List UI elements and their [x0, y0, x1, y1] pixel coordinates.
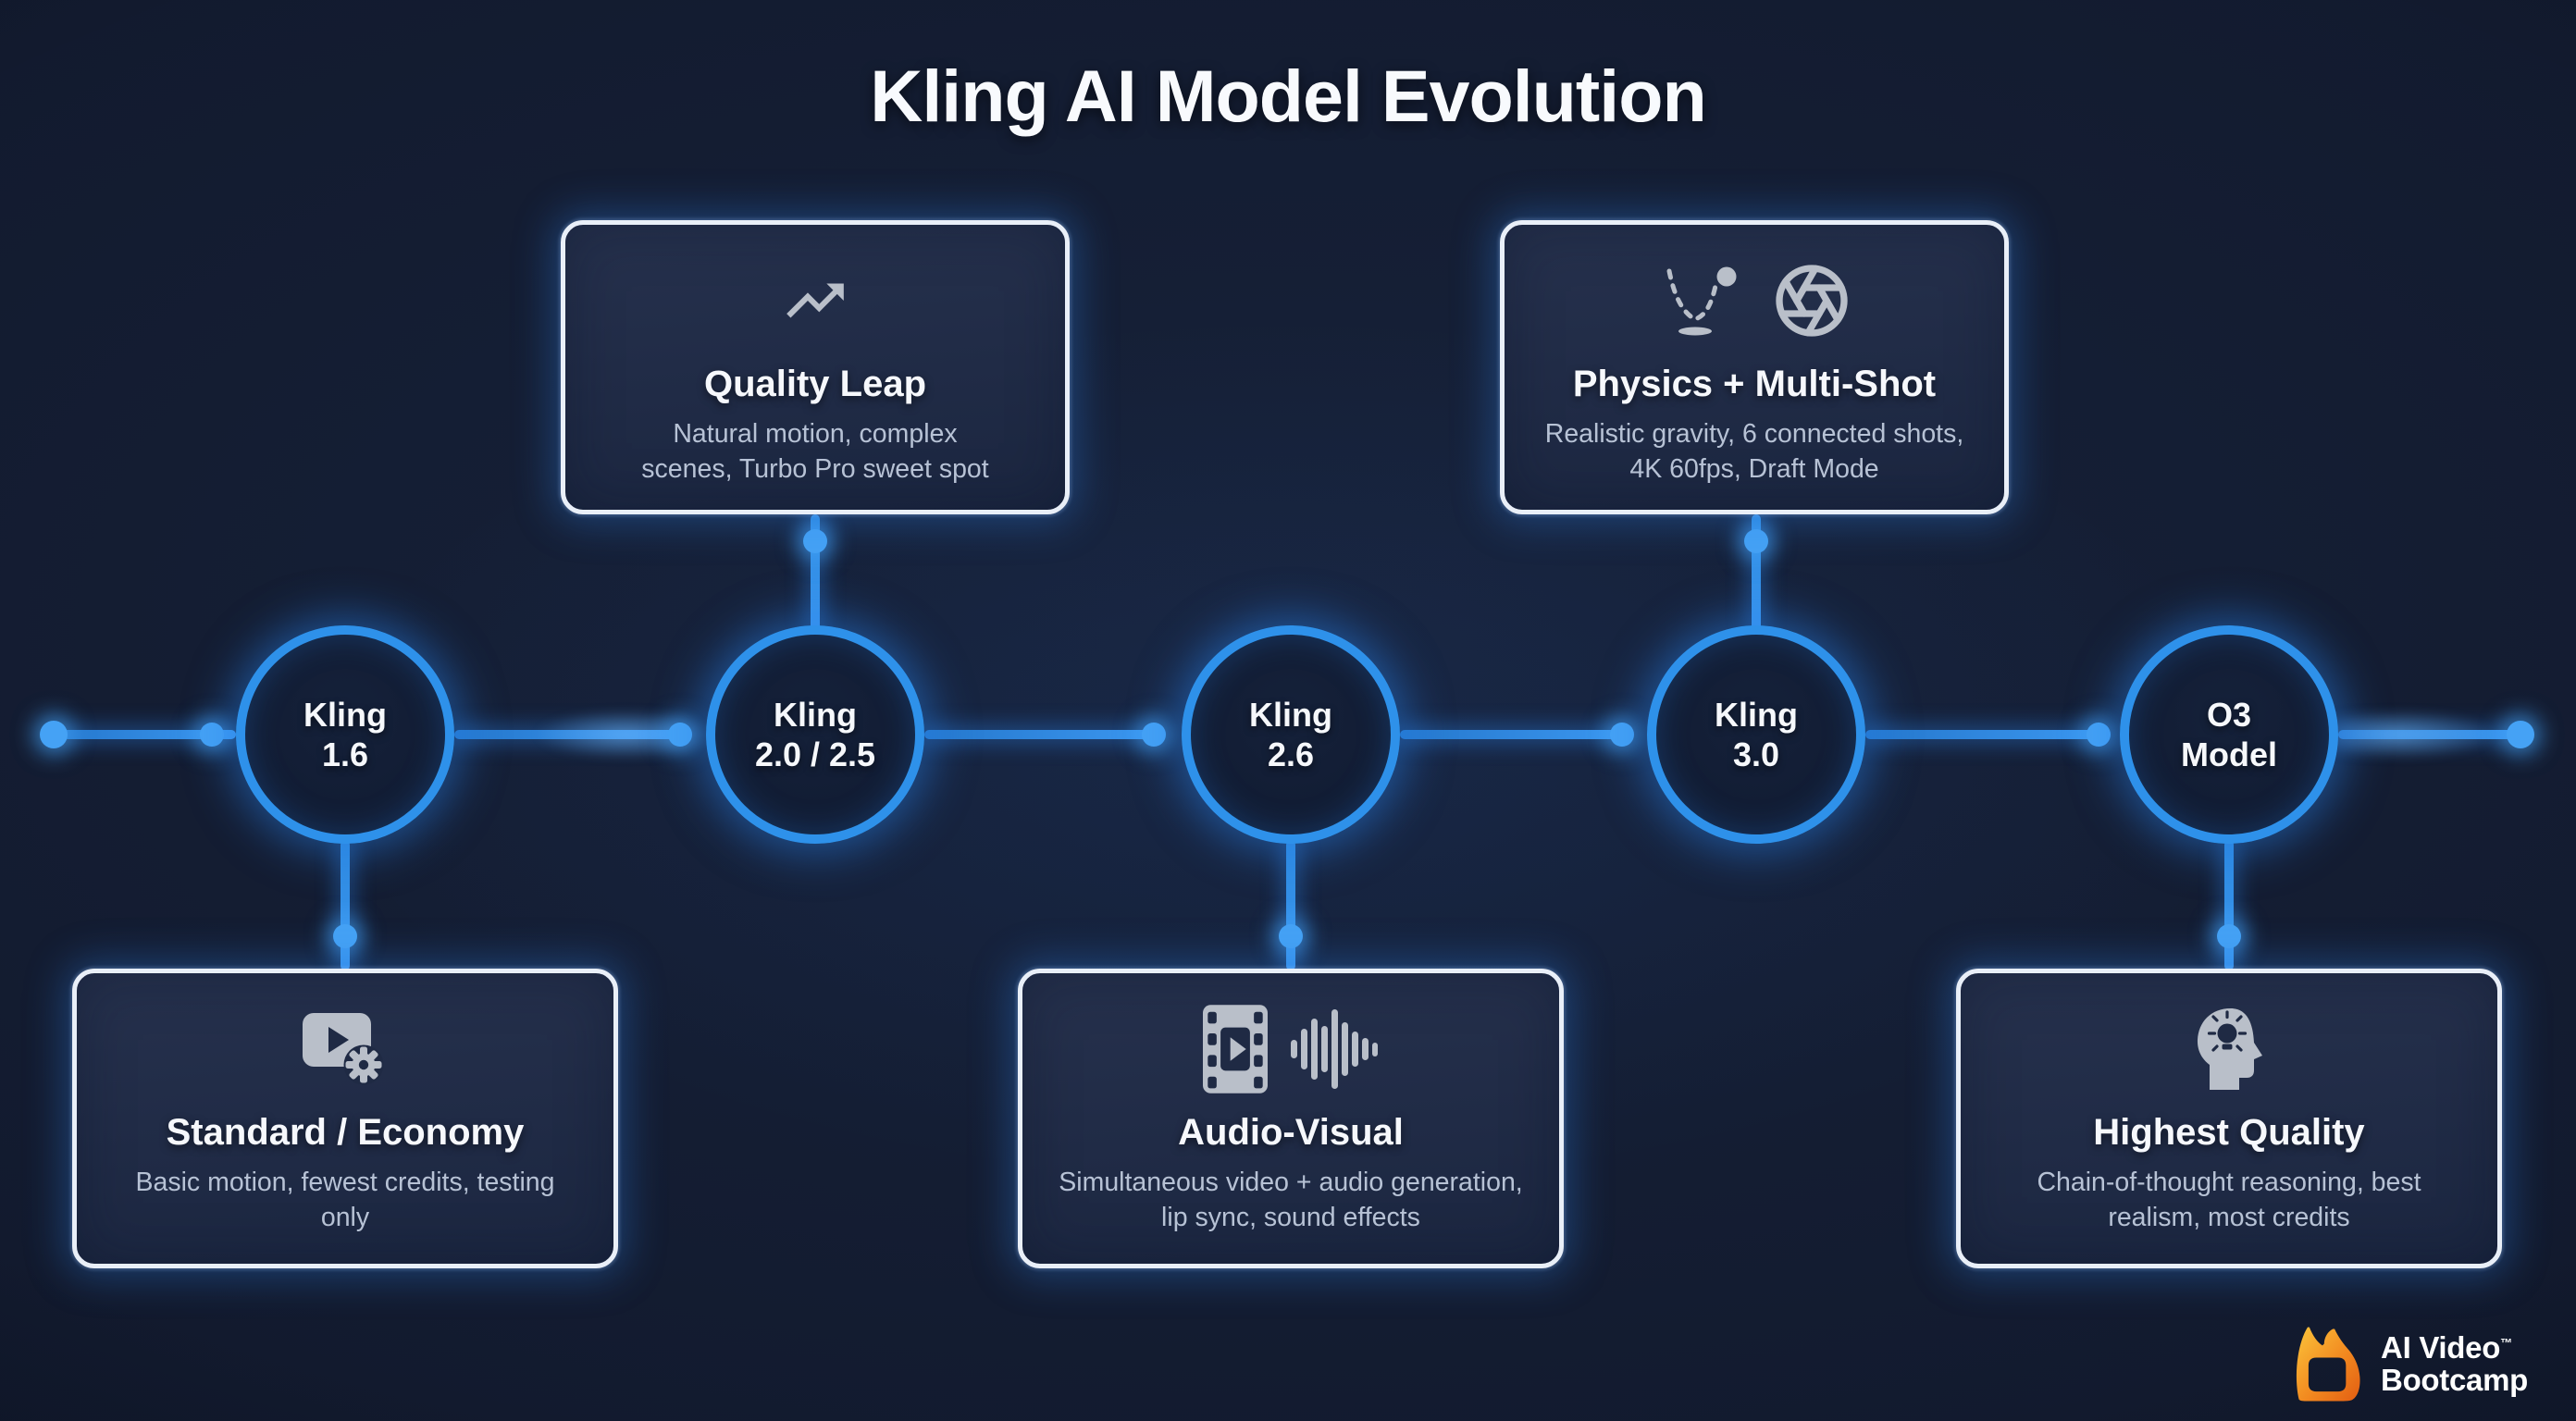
node-label-line2: 1.6 [321, 735, 369, 773]
bouncing-ball-icon [1666, 266, 1737, 336]
aperture-icon [1776, 265, 1848, 337]
node-label-line2: 2.6 [1267, 735, 1315, 773]
node-label: Kling 2.6 [1249, 695, 1332, 774]
connector-dot [1744, 529, 1768, 553]
connector-dot [2217, 924, 2241, 948]
card-description: Basic motion, fewest credits, testing on… [135, 1168, 555, 1232]
logo-trademark: ™ [2500, 1336, 2512, 1351]
logo-line1: AI Video [2381, 1330, 2501, 1365]
timeline-line-segment [1865, 730, 2100, 739]
node-label-line2: 2.0 / 2.5 [754, 735, 876, 773]
connector-line [2224, 840, 2234, 970]
connector-line [1286, 840, 1295, 970]
card-title: Physics + Multi-Shot [1572, 364, 1937, 404]
head-lightbulb-icon [2197, 1008, 2262, 1090]
node-label-line1: Kling [303, 695, 387, 734]
timeline-junction-dot [1610, 723, 1634, 747]
connector-dot [333, 924, 357, 948]
audio-waveform-icon [1291, 1009, 1378, 1089]
node-label-line1: Kling [1715, 695, 1798, 734]
card-title: Standard / Economy [166, 1112, 525, 1153]
card-physics-multi-shot: Physics + Multi-Shot Realistic gravity, … [1500, 220, 2009, 514]
video-settings-icon [303, 1013, 384, 1085]
card-audio-visual: Audio-Visual Simultaneous video + audio … [1018, 969, 1564, 1268]
timeline-node-kling-1-6: Kling 1.6 [236, 625, 454, 844]
timeline-line-segment [924, 730, 1156, 739]
connector-line [341, 840, 350, 970]
card-icons [774, 253, 856, 349]
card-description: Natural motion, complex scenes, Turbo Pr… [641, 419, 989, 484]
card-icons [1658, 253, 1851, 349]
card-title: Highest Quality [2093, 1112, 2365, 1153]
node-label: O3 Model [2181, 695, 2277, 774]
node-label-line1: Kling [774, 695, 857, 734]
timeline-node-kling-3-0: Kling 3.0 [1647, 625, 1865, 844]
card-icons [299, 1001, 391, 1097]
card-quality-leap: Quality Leap Natural motion, complex sce… [561, 220, 1070, 514]
node-label-line2: Model [2181, 735, 2277, 773]
connector-dot [803, 529, 827, 553]
timeline-line-segment [2338, 730, 2520, 739]
card-description: Realistic gravity, 6 connected shots, 4K… [1544, 419, 1964, 484]
trending-up-icon [786, 283, 844, 318]
node-label: Kling 1.6 [303, 695, 387, 774]
timeline-junction-dot [1142, 723, 1166, 747]
timeline-endpoint-dot [40, 721, 68, 748]
card-title: Audio-Visual [1178, 1112, 1404, 1153]
card-description: Chain-of-thought reasoning, best realism… [2037, 1168, 2421, 1232]
timeline-line-segment [454, 730, 684, 739]
card-icons [1203, 1001, 1379, 1097]
timeline-node-kling-2-0-2-5: Kling 2.0 / 2.5 [706, 625, 924, 844]
timeline-node-o3-model: O3 Model [2120, 625, 2338, 844]
timeline-line-segment [1400, 730, 1624, 739]
timeline-junction-dot [668, 723, 692, 747]
node-label-line1: O3 [2206, 695, 2252, 734]
page-title: Kling AI Model Evolution [870, 55, 1706, 137]
node-label-line1: Kling [1249, 695, 1332, 734]
brand-logo-text: AI Video™ Bootcamp [2381, 1330, 2528, 1397]
timeline-node-kling-2-6: Kling 2.6 [1182, 625, 1400, 844]
card-title: Quality Leap [703, 364, 927, 404]
connector-dot [1279, 924, 1303, 948]
timeline-junction-dot [2087, 723, 2111, 747]
logo-line2: Bootcamp [2381, 1363, 2528, 1397]
card-highest-quality: Highest Quality Chain-of-thought reasoni… [1956, 969, 2502, 1268]
flame-logo-icon [2296, 1327, 2360, 1402]
node-label: Kling 3.0 [1715, 695, 1798, 774]
film-strip-icon [1203, 1005, 1268, 1094]
card-icons [2188, 1001, 2270, 1097]
card-standard-economy: Standard / Economy Basic motion, fewest … [72, 969, 618, 1268]
node-label: Kling 2.0 / 2.5 [755, 695, 875, 774]
node-label-line2: 3.0 [1732, 735, 1780, 773]
timeline-endpoint-dot [2507, 721, 2534, 748]
card-description: Simultaneous video + audio generation, l… [1059, 1168, 1523, 1232]
timeline-junction-dot [200, 723, 224, 747]
brand-logo: AI Video™ Bootcamp [2277, 1321, 2528, 1408]
